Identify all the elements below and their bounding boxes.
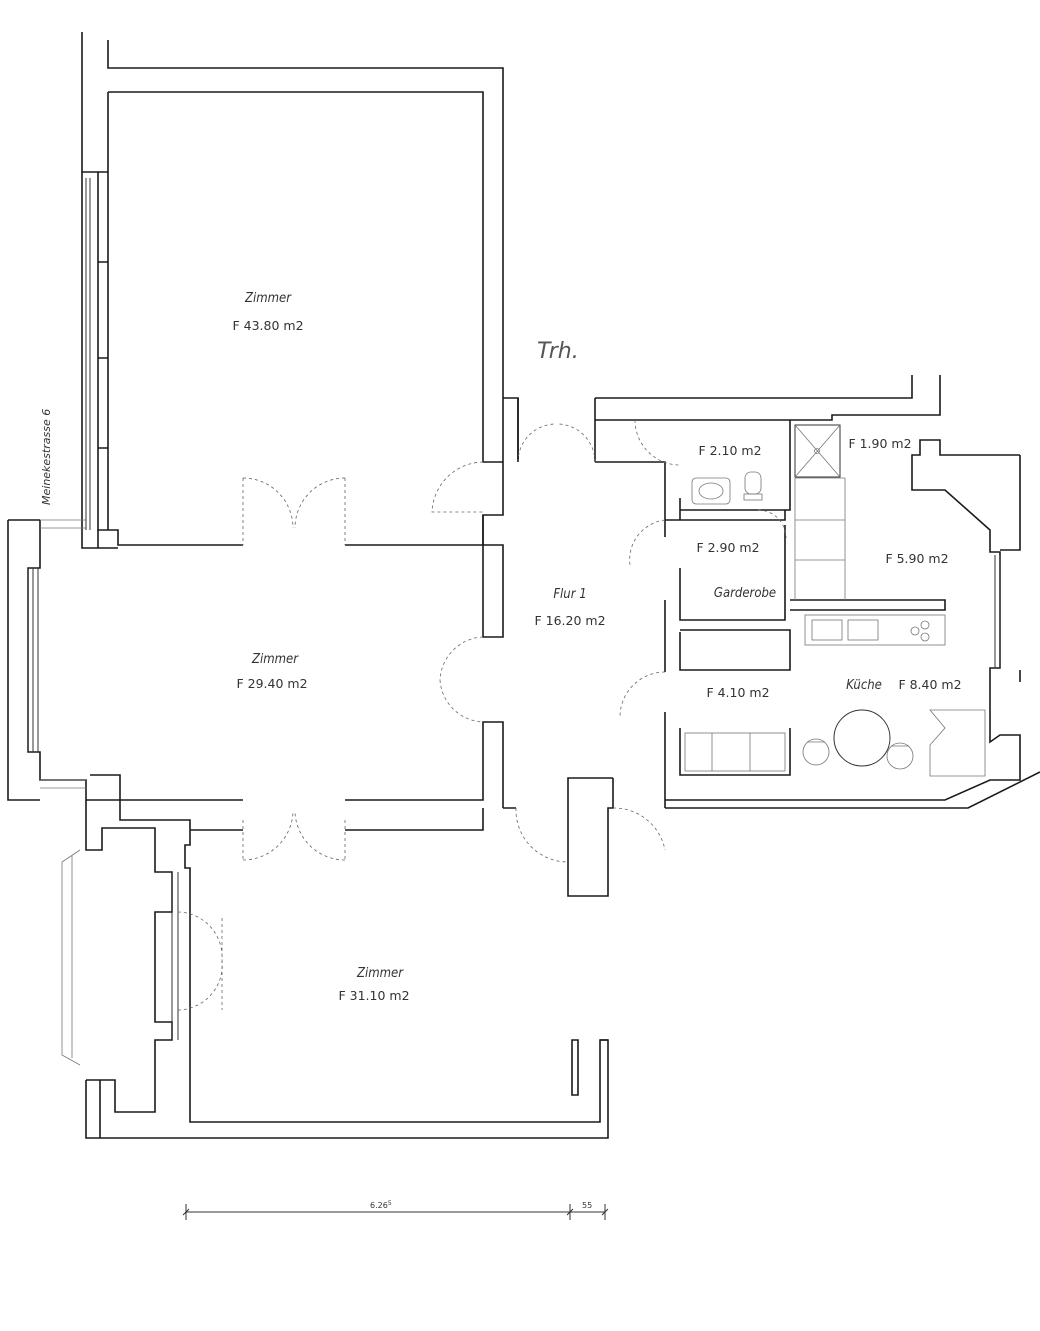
dimension-line <box>182 1204 609 1220</box>
room-area-410: F 4.10 m2 <box>706 685 769 700</box>
room-name-zimmer-top: Zimmer <box>244 291 292 306</box>
room-area-wc: F 2.10 m2 <box>698 443 761 458</box>
window-left-middle <box>27 568 39 752</box>
wall-bottom-right <box>571 1039 608 1096</box>
window-bottom-room <box>171 872 179 1040</box>
street-frontage <box>40 519 86 789</box>
door-swings <box>177 419 787 1011</box>
room-area-bad: F 1.90 m2 <box>848 436 911 451</box>
annotations: Trh. Meinekestrasse 6 6.265 55 <box>40 339 592 1210</box>
walls <box>7 32 1040 1139</box>
wall-top-room-sides <box>81 171 118 549</box>
room-area-zimmer-mid: F 29.40 m2 <box>236 676 307 691</box>
wall-corridor <box>503 375 941 897</box>
room-area-garderobe: F 2.90 m2 <box>696 540 759 555</box>
window-top-room <box>85 178 91 530</box>
fixtures <box>684 424 986 777</box>
room-name-zimmer-mid: Zimmer <box>251 652 299 667</box>
street-label: Meinekestrasse 6 <box>40 409 53 505</box>
room-name-zimmer-bottom: Zimmer <box>356 966 404 981</box>
wall-top-room <box>81 32 519 546</box>
room-name-kueche: Küche <box>846 678 882 693</box>
dimension-secondary: 55 <box>582 1201 592 1210</box>
room-area-zimmer-bottom: F 31.10 m2 <box>338 988 409 1003</box>
wall-bottom-room <box>85 800 609 1139</box>
room-name-garderobe: Garderobe <box>714 586 776 601</box>
wall-kitchen <box>665 439 1040 809</box>
room-area-590: F 5.90 m2 <box>885 551 948 566</box>
stairwell-label: Trh. <box>537 339 579 364</box>
windows <box>27 178 1001 1066</box>
room-area-flur: F 16.20 m2 <box>534 613 605 628</box>
window-right-kitchen <box>994 555 1001 668</box>
dimension-main: 6.265 <box>370 1200 392 1210</box>
room-name-flur: Flur 1 <box>553 587 586 602</box>
bay-outline-bottom <box>61 849 81 1066</box>
room-labels: Zimmer F 43.80 m2 Zimmer F 29.40 m2 Zimm… <box>232 291 961 1003</box>
room-area-kueche: F 8.40 m2 <box>898 677 961 692</box>
dining-table <box>833 709 891 767</box>
room-area-zimmer-top: F 43.80 m2 <box>232 318 303 333</box>
wall-wetrooms <box>664 420 946 776</box>
